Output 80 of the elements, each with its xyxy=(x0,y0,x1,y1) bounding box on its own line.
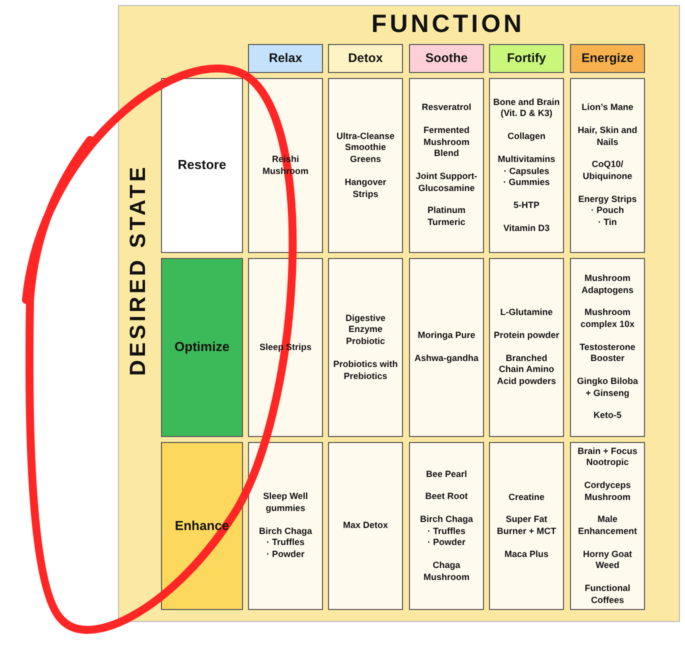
table-cell xyxy=(328,442,403,610)
product-name: Branched Chain Amino Acid powders xyxy=(496,352,557,388)
product-name: · Pouch xyxy=(591,205,624,218)
row-header xyxy=(161,442,243,610)
product-name: Testosterone Booster xyxy=(578,342,636,366)
product-name: Fermented Mushroom Blend xyxy=(422,124,470,160)
product-name: · Powder xyxy=(427,537,466,550)
row-axis-title: DESIRED STATE xyxy=(125,164,151,376)
product-name: Collagen xyxy=(507,131,546,143)
row-header-label: Optimize xyxy=(174,339,230,356)
product-name: Gingko Biloba + Ginseng xyxy=(576,376,639,400)
row-header-label: Restore xyxy=(178,157,226,174)
table-cell xyxy=(570,258,645,437)
product-name: Hair, Skin and Nails xyxy=(576,124,638,148)
product-name: Functional Coffees xyxy=(584,583,632,606)
product-name: Sleep Well gummies xyxy=(262,491,309,515)
product-name: Super Fat Burner + MCT xyxy=(496,514,558,538)
product-name: Protein powder xyxy=(494,330,560,342)
row-header xyxy=(161,258,243,437)
column-header-label: Fortify xyxy=(507,50,546,67)
product-name: Beet Root xyxy=(425,491,468,503)
product-name: CoQ10/ Ubiquinone xyxy=(582,159,634,183)
product-name: Multivitamins xyxy=(498,154,556,166)
column-header xyxy=(248,44,323,73)
table-cell xyxy=(489,78,564,253)
product-name: · Truffles xyxy=(427,526,466,538)
product-name: Resveratrol xyxy=(422,102,472,114)
product-name: Moringa Pure xyxy=(418,330,476,342)
table-cell xyxy=(489,258,564,437)
column-header-label: Detox xyxy=(348,50,383,67)
table-cell xyxy=(570,78,645,253)
table-cell xyxy=(570,442,645,610)
table-cell xyxy=(248,442,323,610)
product-name: Horny Goat Weed xyxy=(582,548,633,572)
product-name: · Powder xyxy=(266,549,304,561)
table-cell xyxy=(489,442,564,610)
column-axis-title: FUNCTION xyxy=(370,10,526,39)
product-name: Lion’s Mane xyxy=(582,102,634,114)
product-name: Bone and Brain (Vit. D & K3) xyxy=(493,96,560,120)
column-header-label: Energize xyxy=(581,50,634,67)
product-name: Bee Pearl xyxy=(426,468,468,480)
product-name: Platinum Turmeric xyxy=(426,205,466,229)
table-cell xyxy=(409,258,484,437)
product-name: Maca Plus xyxy=(504,548,549,560)
column-header-label: Relax xyxy=(268,50,302,67)
product-name: Mushroom complex 10x xyxy=(579,307,636,331)
product-name: 5-HTP xyxy=(513,200,540,212)
row-header xyxy=(161,78,243,253)
product-name: Probiotics with Prebiotics xyxy=(332,358,399,382)
product-name: Ashwa-gandha xyxy=(414,353,478,365)
product-name: Vitamin D3 xyxy=(503,222,550,234)
product-name: Hangover Strips xyxy=(344,176,388,200)
table-cell xyxy=(409,442,484,610)
table-cell xyxy=(328,78,403,253)
product-name: Chaga Mushroom xyxy=(422,560,470,584)
column-header xyxy=(409,44,484,73)
product-name: Birch Chaga xyxy=(420,514,473,526)
column-header xyxy=(570,44,645,73)
column-header xyxy=(489,44,564,73)
product-name: Mushroom Adaptogens xyxy=(580,272,634,296)
table-cell xyxy=(328,258,403,437)
product-name: Max Detox xyxy=(342,520,388,532)
product-name: Energy Strips xyxy=(578,194,637,206)
product-name: · Truffles xyxy=(266,537,304,550)
product-name: Ultra-Cleanse Smoothie Greens xyxy=(335,130,396,166)
product-name: L-Glutamine xyxy=(500,307,553,319)
table-cell xyxy=(409,78,484,253)
product-name: Birch Chaga xyxy=(258,526,312,538)
product-name: · Tin xyxy=(598,217,617,229)
product-name: Digestive Enzyme Probiotic xyxy=(344,312,387,348)
product-name: Creatine xyxy=(508,492,544,504)
product-name: · Gummies xyxy=(503,177,550,189)
product-name: Keto-5 xyxy=(593,410,622,422)
product-name: Cordyceps Mushroom xyxy=(583,480,632,504)
product-name: · Capsules xyxy=(504,166,550,178)
product-name: Male Enhancement xyxy=(576,514,638,538)
column-header xyxy=(328,44,403,73)
product-name: Brain + Focus Nootropic xyxy=(576,446,638,469)
product-name: Joint Support-Glucosamine xyxy=(414,171,478,194)
column-header-label: Soothe xyxy=(425,50,468,67)
